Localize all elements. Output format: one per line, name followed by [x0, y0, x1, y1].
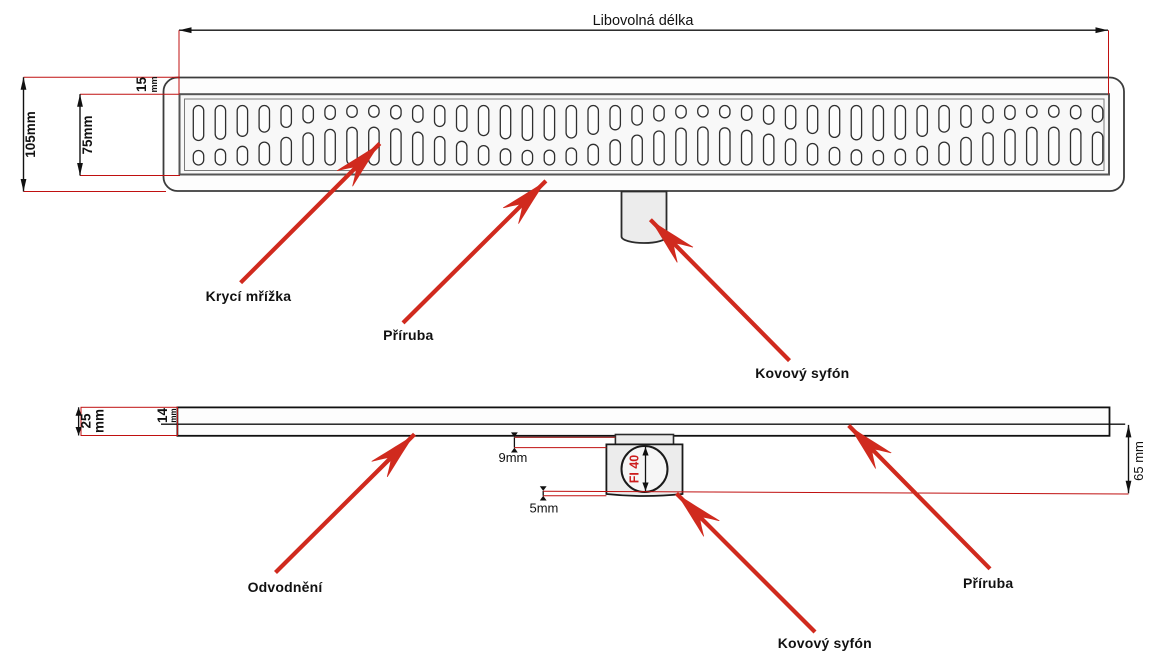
svg-text:Příruba: Příruba — [963, 575, 1013, 591]
svg-text:5mm: 5mm — [530, 501, 559, 516]
svg-text:Kovový syfón: Kovový syfón — [778, 635, 872, 651]
svg-text:Příruba: Příruba — [383, 327, 433, 343]
svg-text:14: 14 — [155, 408, 170, 424]
svg-text:Krycí mřížka: Krycí mřížka — [206, 288, 292, 304]
svg-text:15: 15 — [134, 77, 149, 93]
svg-text:Odvodnění: Odvodnění — [248, 579, 324, 595]
svg-text:Kovový syfón: Kovový syfón — [755, 365, 849, 381]
svg-text:mm: mm — [149, 76, 159, 92]
svg-text:75mm: 75mm — [80, 115, 95, 154]
svg-text:65 mm: 65 mm — [1131, 441, 1146, 481]
svg-text:105mm: 105mm — [23, 111, 38, 158]
svg-text:FI 40: FI 40 — [628, 455, 642, 484]
svg-text:mm: mm — [92, 409, 107, 433]
svg-text:25: 25 — [79, 413, 94, 429]
svg-text:mm: mm — [169, 408, 178, 422]
svg-text:Libovolná délka: Libovolná délka — [593, 13, 695, 29]
svg-text:9mm: 9mm — [499, 450, 528, 465]
